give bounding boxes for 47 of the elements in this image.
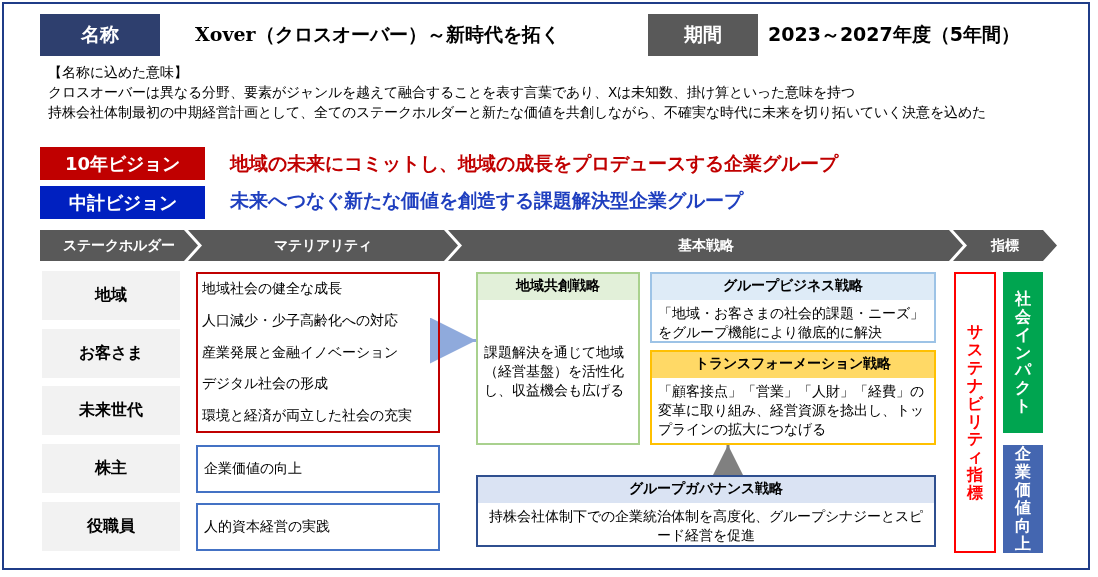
- card-text: 持株会社体制下での企業統治体制を高度化、グループシナジーとスピード経営を促進: [488, 507, 924, 545]
- heading-text: Xover（クロスオーバー）～新時代を拓く: [195, 22, 560, 47]
- list-item: 産業発展と金融イノベーション: [202, 343, 399, 362]
- heading-text: 2023～2027年度（5年間）: [768, 22, 1020, 47]
- list-item: デジタル社会の形成: [202, 375, 329, 394]
- column-header-band: ステークホルダー: [40, 230, 198, 261]
- card-heading: グループガバナンス戦略: [478, 477, 934, 503]
- column-header-band: 指標: [953, 230, 1057, 261]
- strategy-card: [476, 272, 640, 445]
- materiality-box: 企業価値の向上: [196, 445, 440, 493]
- indicator-bar: [1003, 445, 1043, 553]
- note-text: 持株会社体制最初の中期経営計画として、全てのステークホルダーと新たな価値を共創しながら、不確実な時代に未来を切り拓いていく決意を込めた: [48, 104, 986, 122]
- vertical-text: 社会インパクト: [1015, 289, 1031, 416]
- card-text: 課題解決を通じて地域（経営基盤）を活性化し、収益機会も広げる: [483, 343, 625, 400]
- label-tag: 10年ビジョン: [40, 147, 205, 180]
- note-heading: 【名称に込めた意味】: [48, 64, 188, 82]
- indicator-bar: [1003, 272, 1043, 433]
- label-tag: 未来世代: [42, 386, 180, 435]
- strategy-card: [476, 475, 936, 547]
- heading-text: 未来へつなぐ新たな価値を創造する課題解決型企業グループ: [230, 187, 743, 213]
- indicator-bar: [954, 272, 996, 553]
- vertical-text: サステナビリティ指標: [967, 322, 983, 503]
- label-tag: 期間: [648, 14, 758, 56]
- card-text: 「顧客接点」「営業」「人財」「経費」の変革に取り組み、経営資源を捻出し、トップラインの拡大につなげる: [657, 382, 925, 439]
- list-item: 環境と経済が両立した社会の充実: [202, 407, 413, 425]
- label-tag: お客さま: [42, 329, 180, 378]
- strategy-card: [650, 350, 936, 445]
- strategy-card: [650, 272, 936, 343]
- vertical-text: 企業価値向上: [1015, 445, 1031, 553]
- materiality-box: 人的資本経営の実践: [196, 503, 440, 551]
- column-header-band: マテリアリティ: [188, 230, 458, 261]
- column-header-band: 基本戦略: [448, 230, 963, 261]
- materiality-list-box: [196, 272, 440, 433]
- card-heading: 地域共創戦略: [478, 274, 638, 300]
- card-heading: トランスフォーメーション戦略: [652, 352, 934, 378]
- list-item: 人口減少・少子高齢化への対応: [202, 311, 399, 330]
- note-text: クロスオーバーは異なる分野、要素がジャンルを越えて融合することを表す言葉であり、Xは未知数、掛け算といった意味を持つ: [48, 84, 856, 102]
- label-tag: 役職員: [42, 502, 180, 551]
- heading-text: 地域の未来にコミットし、地域の成長をプロデュースする企業グループ: [230, 150, 838, 176]
- card-text: 「地域・お客さまの社会的課題・ニーズ」をグループ機能により徹底的に解決: [657, 304, 925, 342]
- arrow: [430, 317, 476, 364]
- label-tag: 中計ビジョン: [40, 186, 205, 219]
- label-tag: 名称: [40, 14, 160, 56]
- label-tag: 地域: [42, 271, 180, 320]
- label-tag: 株主: [42, 444, 180, 493]
- list-item: 地域社会の健全な成長: [202, 280, 343, 298]
- card-heading: グループビジネス戦略: [652, 274, 934, 300]
